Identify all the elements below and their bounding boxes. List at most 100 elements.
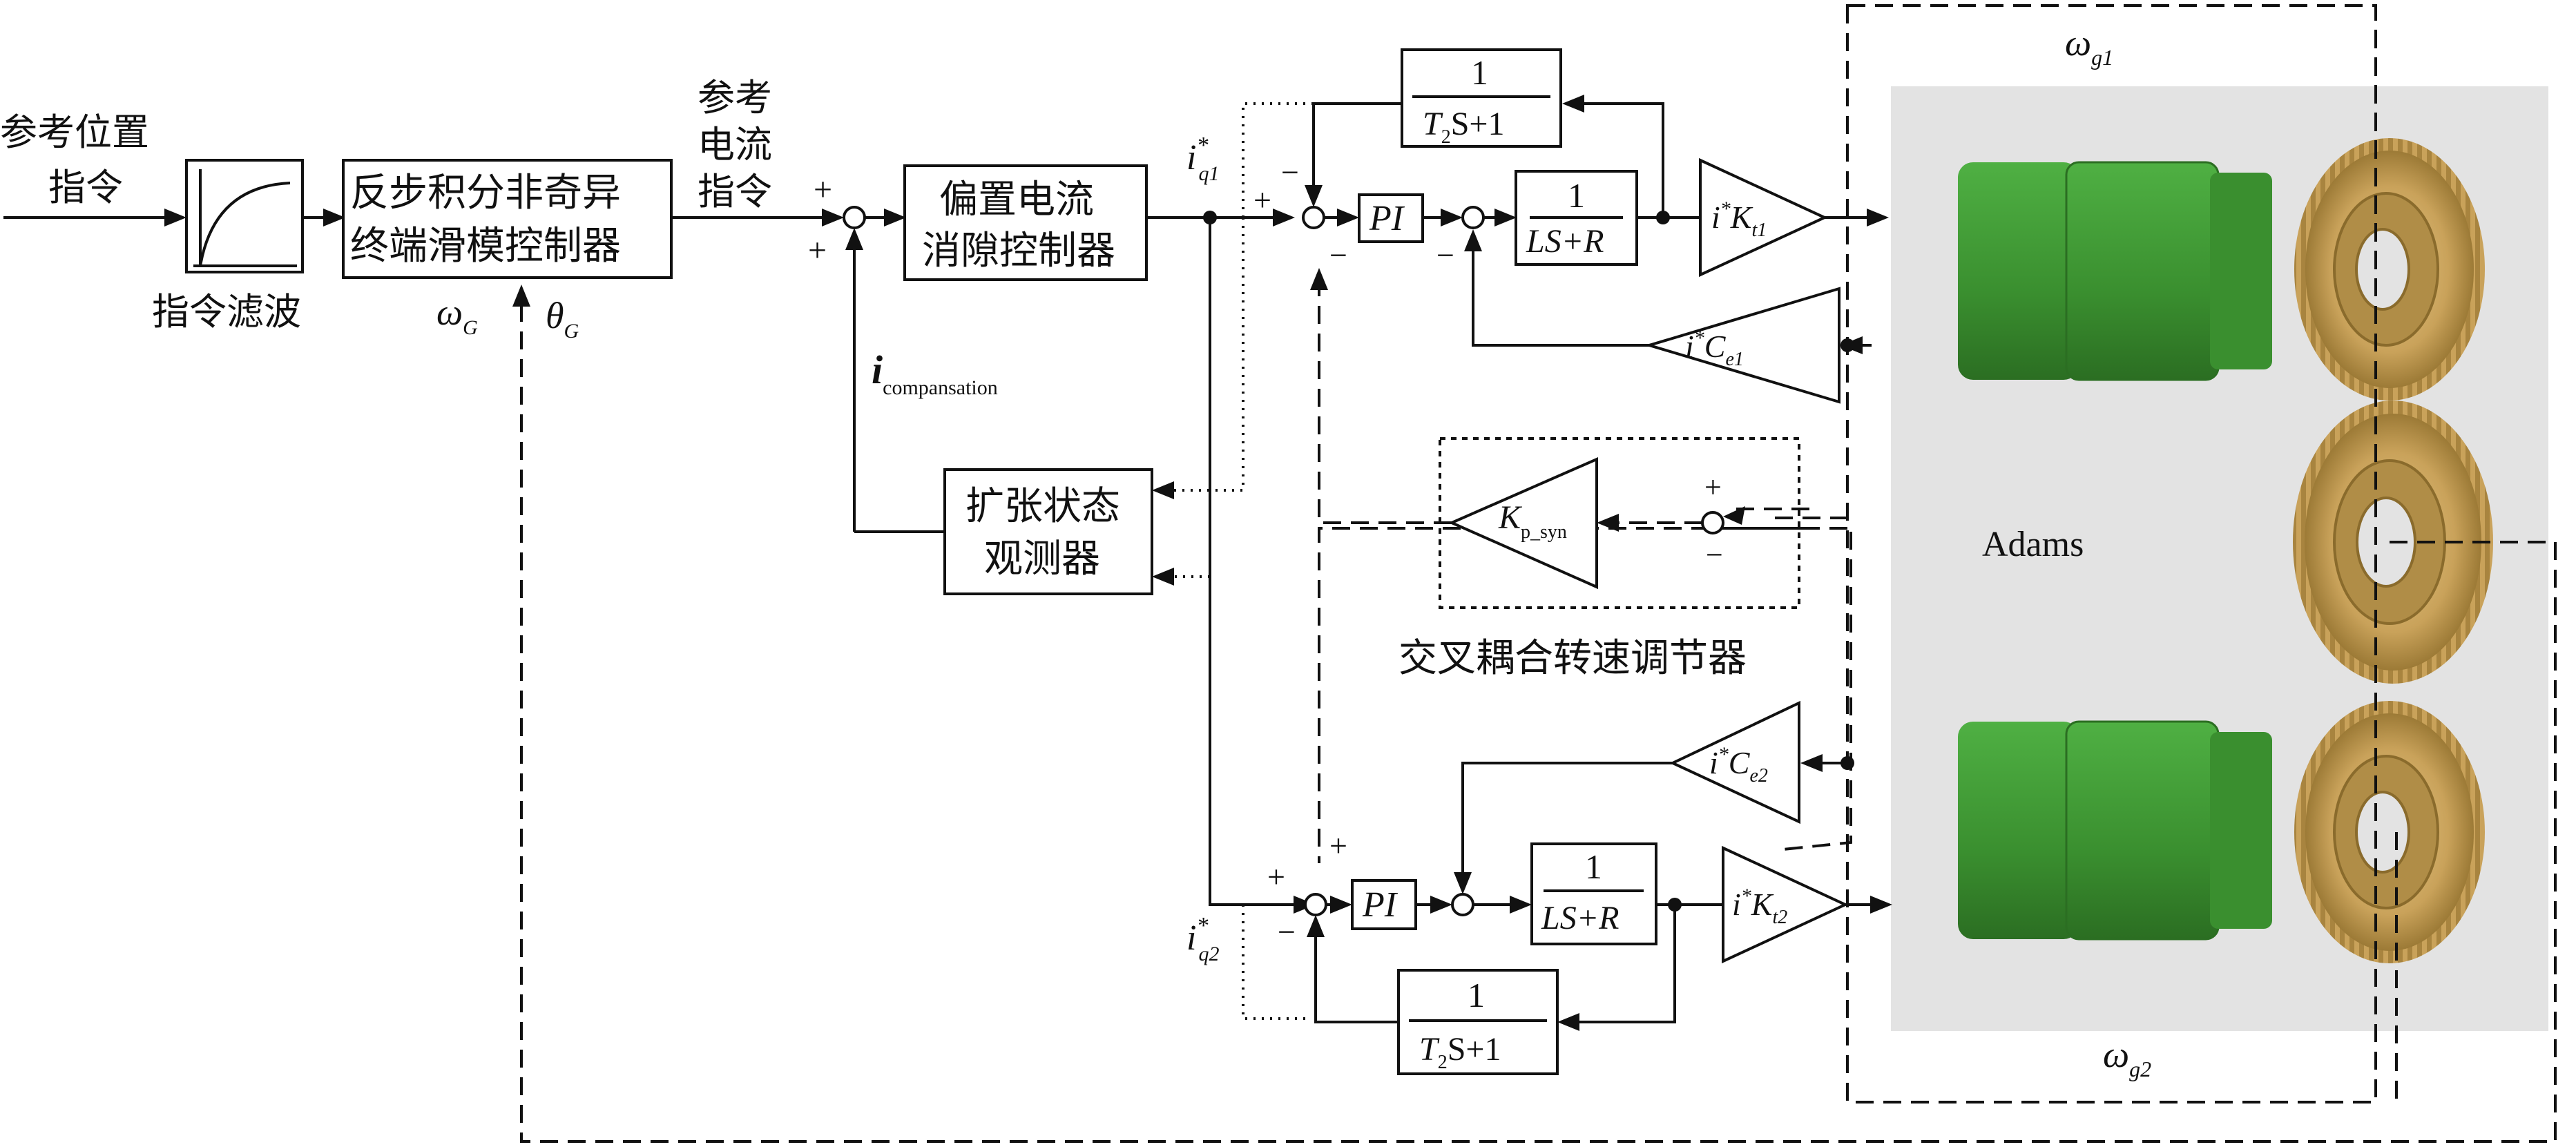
tf-top-sub: 2 [1441,126,1451,148]
omega-g1-symbol: ω [2065,22,2091,64]
cross-coupling-regulator-box [1439,437,1800,609]
ce2-star: * [1718,743,1729,766]
sum2-plus-left: + [1267,859,1285,894]
svg-text:Kp_syn: Kp_syn [1498,499,1567,543]
summing-junction-current-2 [1451,893,1474,916]
omega-g2-symbol: ω [2103,1034,2129,1075]
kt2-i: i [1732,887,1741,922]
controller-label-2: 终端滑模控制器 [350,224,621,269]
tf-bot-rest: S+1 [1448,1031,1501,1068]
tf2-den: LS+R [1541,900,1619,936]
sum1c-minus: − [1436,238,1454,273]
kp-sub: p_syn [1521,521,1567,543]
ce2-C: C [1729,745,1751,780]
theta-G-sub: G [564,320,579,343]
svg-text:T2S+1: T2S+1 [1423,106,1504,148]
gain-kt2-block [1722,845,1849,964]
motor-1-icon [1958,161,2272,381]
tf-bot-num: 1 [1468,976,1485,1014]
gear-bottom-icon [2294,701,2485,963]
ce1-star: * [1694,327,1704,349]
kt1-i: i [1711,200,1720,235]
gain-kp-syn-block [1448,456,1598,590]
omega-G-sub: G [463,316,478,339]
svg-text:i*Kt2: i*Kt2 [1732,885,1787,928]
tf-top-num: 1 [1471,53,1488,92]
svg-text:icompansation: icompansation [872,347,998,399]
summing-junction-speed-1 [1302,206,1325,229]
svg-text:ωg1: ωg1 [2065,22,2113,70]
sum1-minus-bottom: − [1329,238,1347,273]
kp-K: K [1498,499,1523,536]
svg-text:θG: θG [546,295,579,343]
kt1-star: * [1720,197,1731,220]
ref-current-label-1: 参考 [698,76,772,119]
cross-coupling-label: 交叉耦合转速调节器 [1398,636,1747,681]
kt1-sub: t1 [1751,220,1767,241]
ce1-i: i [1685,329,1694,364]
iq2-sub: q2 [1198,943,1219,965]
eso-label-1: 扩张状态 [965,484,1120,529]
bias-label-1: 偏置电流 [939,177,1094,222]
svg-text:T2S+1: T2S+1 [1419,1031,1501,1073]
gain-ce2-block [1669,700,1800,825]
sum1-plus: + [1253,182,1271,218]
sum2-plus-top: + [1329,828,1347,863]
bias-current-controller-block [903,164,1148,281]
tf1-den: LS+R [1526,223,1604,260]
pi-label-2: PI [1362,885,1398,925]
ref-position-label-2: 指令 [48,166,123,209]
bias-label-2: 消隙控制器 [922,229,1115,273]
ref-position-label: 参考位置 [0,110,149,154]
tf-bot-sub: 2 [1438,1052,1448,1073]
gain-ce1-block [1644,287,1840,404]
ce1-C: C [1704,329,1727,364]
sum1-minus-top: − [1281,155,1299,190]
command-filter-label: 指令滤波 [152,290,301,334]
omega-g1-sub: g1 [2091,45,2113,70]
iq1-star: * [1196,133,1208,158]
summing-junction-speed-2 [1304,893,1327,916]
i-compensation-symbol: i [872,347,883,392]
iq2-star: * [1196,913,1208,938]
motor-2-icon [1958,720,2272,941]
svg-text:i*q1: i* q1 [1186,133,1219,185]
i-compensation-sub: compansation [883,376,998,399]
ce1-sub: e1 [1725,349,1743,370]
iq2-symbol: i [1186,918,1196,958]
sync-plus: + [1704,470,1722,504]
pi-label-1: PI [1369,199,1405,238]
svg-text:i*Ce2: i*Ce2 [1709,743,1768,787]
tf2-num: 1 [1585,847,1602,886]
ce2-sub: e2 [1749,765,1767,787]
backstepping-controller-block [342,159,673,279]
summing-junction-main [843,206,866,229]
kt2-K: K [1751,887,1774,922]
omega-g2-sub: g2 [2129,1057,2151,1081]
tf-bot-T: T [1419,1031,1440,1068]
sum-main-plus-1: + [814,171,832,208]
iq1-symbol: i [1186,138,1196,177]
svg-text:ωg2: ωg2 [2103,1034,2151,1081]
sum2-minus: − [1278,914,1296,950]
iq1-sub: q1 [1198,162,1219,185]
electrical-tf-block-2 [1530,842,1657,945]
adams-label: Adams [1982,525,2084,564]
ref-current-label-3: 指令 [698,170,772,213]
controller-label-1: 反步积分非奇异 [350,171,621,215]
tf-top-T: T [1423,106,1443,142]
kt1-K: K [1730,200,1753,235]
ce2-i: i [1709,745,1718,780]
svg-text:i*Kt1: i*Kt1 [1711,197,1767,241]
sum-main-plus-2: + [808,232,827,269]
svg-text:i*Ce1: i*Ce1 [1685,327,1744,370]
eso-label-2: 观测器 [984,537,1100,581]
theta-G-symbol: θ [546,295,564,336]
command-filter-block [185,159,304,273]
ref-current-label-2: 电流 [698,123,772,166]
sync-minus: − [1706,538,1723,572]
summing-junction-current-1 [1461,206,1485,229]
tf-top-rest: S+1 [1451,106,1505,142]
kt2-star: * [1741,885,1751,907]
